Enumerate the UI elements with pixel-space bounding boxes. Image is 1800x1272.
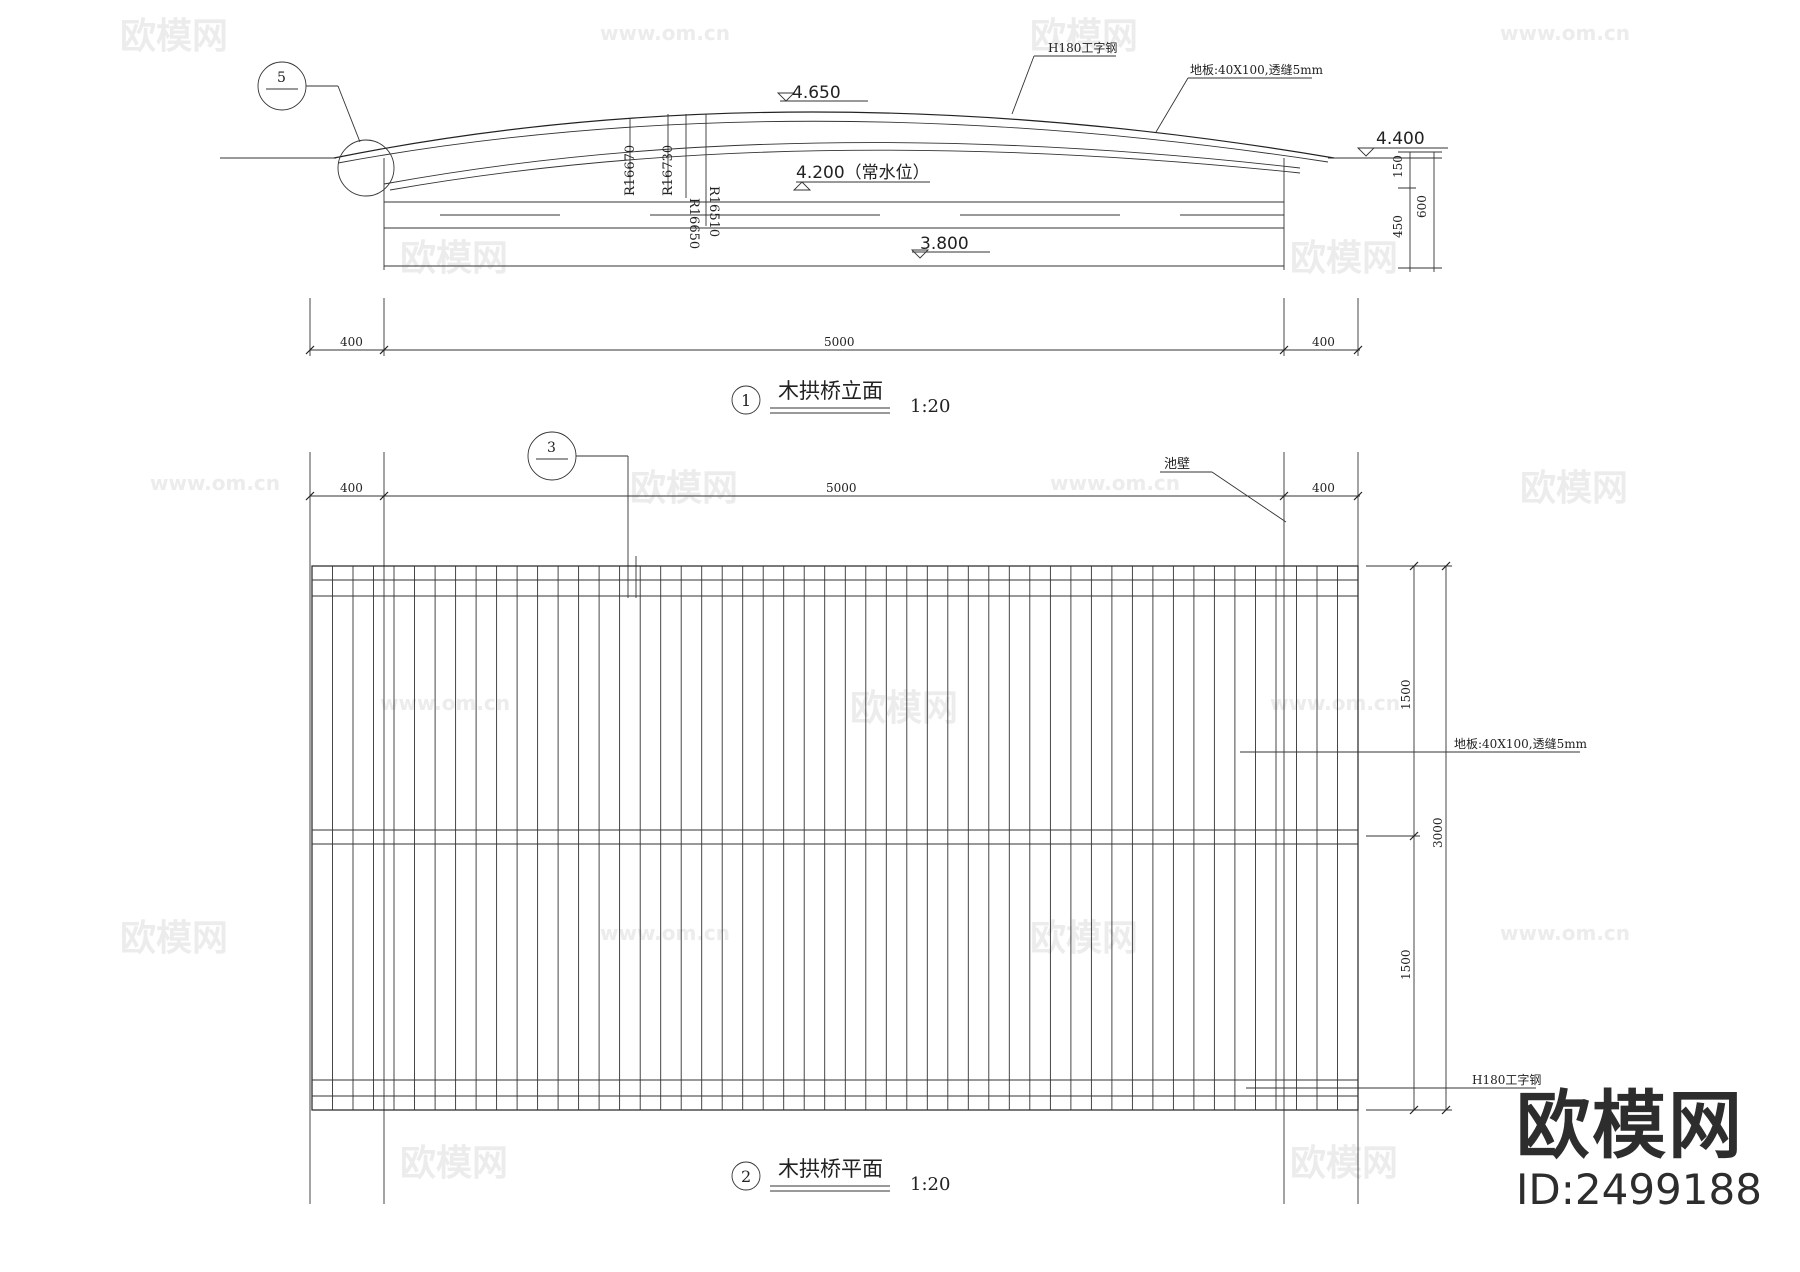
dim-label: 5000 — [826, 481, 857, 495]
dim-label: 400 — [340, 335, 363, 349]
plank-note: 地板:40X100,透缝5mm — [1454, 736, 1588, 751]
detail-callout-5: 5 — [257, 61, 395, 197]
detail-callout-3: 3 — [527, 431, 637, 598]
title-number: 2 — [741, 1167, 751, 1186]
arch-steel-beam — [383, 142, 1301, 185]
level-top-label: 4.650 — [792, 83, 841, 103]
wall-note: 池壁 — [1160, 457, 1287, 523]
watermark-text: 欧模网 — [1290, 238, 1398, 279]
brand-watermark: 欧模网 ID:2499188 — [1516, 1083, 1762, 1214]
dim-label: 5000 — [824, 335, 855, 349]
watermark-text: 欧模网 — [1030, 16, 1138, 57]
steel-beam-note: H180工字钢 — [1472, 1072, 1541, 1087]
view-scale: 1:20 — [910, 1174, 950, 1195]
watermark-url: www.om.cn — [600, 21, 730, 45]
dim-label: 600 — [1415, 195, 1429, 218]
view-title: 木拱桥立面 — [778, 379, 883, 403]
watermark-url: www.om.cn — [150, 471, 280, 495]
water-level-label: 4.200（常水位） — [796, 163, 930, 183]
elevation-side-dimensions: 150 450 600 — [1391, 151, 1442, 272]
watermark-url: www.om.cn — [1050, 471, 1180, 495]
arch-deck-top — [333, 111, 1335, 159]
radius-annotations: R16670 R16730 R16650 R16510 — [623, 114, 721, 249]
pool-wall-label: 池壁 — [1164, 457, 1190, 472]
watermark-text: 欧模网 — [630, 468, 738, 509]
level-marker-bottom: 3.800 — [910, 234, 990, 259]
watermark-text: 欧模网 — [120, 16, 228, 57]
elevation-notes: H180工字钢 地板:40X100,透缝5mm — [1011, 40, 1324, 133]
dim-label: 450 — [1391, 215, 1405, 238]
watermark-text: 欧模网 — [1290, 1143, 1398, 1184]
level-marker-water: 4.200（常水位） — [792, 163, 930, 191]
watermark-text: 欧模网 — [850, 688, 958, 729]
watermark-url: www.om.cn — [1270, 691, 1400, 715]
view-title: 木拱桥平面 — [778, 1157, 883, 1181]
arch-steel-beam-lower — [389, 149, 1301, 191]
watermark-text: 欧模网 — [400, 238, 508, 279]
watermark-text: 欧模网 — [120, 918, 228, 959]
dim-label: 3000 — [1431, 817, 1445, 848]
plank-lines — [332, 566, 1338, 1110]
plan-top-dimensions: 400 5000 400 — [305, 452, 1363, 1204]
dim-label: 400 — [340, 481, 363, 495]
watermark-text: 欧模网 — [400, 1143, 508, 1184]
callout-number: 3 — [547, 440, 556, 456]
brand-name: 欧模网 — [1516, 1083, 1744, 1169]
dim-label: 1500 — [1399, 949, 1413, 980]
dim-label: 150 — [1391, 155, 1405, 178]
radius-label: R16510 — [706, 186, 721, 237]
plan-side-dimensions: 1500 1500 3000 — [1366, 561, 1452, 1115]
plank-note: 地板:40X100,透缝5mm — [1190, 62, 1324, 77]
dim-label: 400 — [1312, 481, 1335, 495]
level-bottom-label: 3.800 — [920, 234, 969, 254]
elevation-view: 4.650 4.400 4.200（常水位） 3.800 R16670 R167… — [220, 40, 1448, 417]
radius-label: R16650 — [686, 198, 701, 249]
level-right-label: 4.400 — [1376, 129, 1425, 149]
level-marker-top: 4.650 — [776, 83, 868, 103]
plan-title-block: 2 木拱桥平面 1:20 — [731, 1157, 950, 1195]
model-id: ID:2499188 — [1516, 1165, 1762, 1214]
watermark-text: 欧模网 — [1520, 468, 1628, 509]
elevation-title-block: 1 木拱桥立面 1:20 — [731, 379, 950, 417]
steel-beam-note: H180工字钢 — [1048, 40, 1117, 55]
elevation-bottom-dimensions: 400 5000 400 — [305, 298, 1363, 356]
level-marker-right: 4.400 — [1356, 129, 1448, 157]
watermark-url: www.om.cn — [1500, 921, 1630, 945]
watermark-url: www.om.cn — [1500, 21, 1630, 45]
watermark-text: 欧模网 — [1030, 918, 1138, 959]
dim-label: 400 — [1312, 335, 1335, 349]
radius-label: R16670 — [623, 145, 638, 196]
deck-outline — [311, 565, 1359, 1111]
watermark-url: www.om.cn — [600, 921, 730, 945]
plan-view: 400 5000 400 3 池壁 — [305, 431, 1588, 1204]
watermark-layer: 欧模网 欧模网 欧模网 欧模网 欧模网 欧模网 欧模网 欧模网 欧模网 欧模网 … — [120, 16, 1630, 1184]
radius-label: R16730 — [661, 145, 676, 196]
watermark-url: www.om.cn — [380, 691, 510, 715]
callout-number: 5 — [277, 70, 286, 86]
arch-deck-bottom — [337, 120, 1329, 164]
plan-notes: 地板:40X100,透缝5mm H180工字钢 — [1240, 736, 1588, 1089]
dim-label: 1500 — [1399, 679, 1413, 710]
title-number: 1 — [741, 391, 751, 410]
view-scale: 1:20 — [910, 396, 950, 417]
